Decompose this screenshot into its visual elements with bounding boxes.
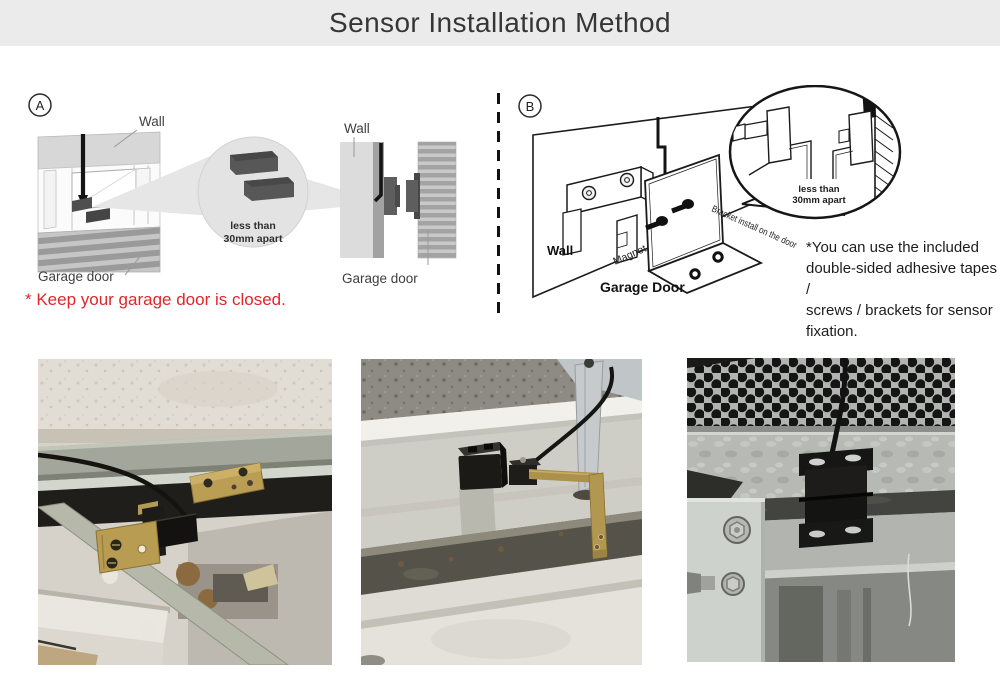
hex-bolt — [721, 572, 745, 596]
aluminum-bracket — [687, 470, 765, 662]
garage-door-strip — [417, 141, 457, 259]
garage-door-label-2: Garage door — [342, 271, 418, 286]
sensor-cable — [373, 143, 383, 203]
section-divider — [497, 93, 500, 319]
garage-door-label-1: Garage door — [38, 269, 114, 284]
dark-rail — [361, 511, 642, 595]
header-band: Sensor Installation Method — [0, 0, 1000, 46]
zoom-callout-content: less than 30mm apart — [224, 151, 294, 245]
brass-bracket-top — [189, 462, 265, 504]
callout-a-line1: less than — [230, 220, 276, 232]
garage-door-surface — [37, 226, 161, 273]
screw-icon — [581, 185, 597, 201]
callout-b-line2: 30mm apart — [792, 195, 846, 206]
magnet-block — [86, 208, 110, 223]
svg-text:B: B — [526, 99, 535, 114]
door-panels — [361, 555, 642, 665]
sensor-cable — [38, 452, 188, 519]
bracket-hole — [689, 268, 701, 280]
magnet-piece — [616, 214, 638, 264]
garage-door-label-b: Garage Door — [600, 279, 685, 295]
l-bracket — [644, 153, 764, 294]
svg-text:A: A — [36, 98, 45, 113]
bolt-icon — [645, 216, 668, 231]
section-b-badge: B — [518, 94, 542, 118]
page-title: Sensor Installation Method — [329, 7, 671, 38]
hex-bolt — [723, 516, 751, 544]
garage-side-view-drawing — [340, 141, 457, 259]
photo-sensor-magnet-bracket — [361, 359, 642, 665]
wall-label-1: Wall — [139, 114, 165, 129]
vertical-bracket — [557, 359, 642, 500]
sensor-block — [384, 177, 397, 215]
section-b-diagram: less than 30mm apart B Wall Magnet Garag… — [518, 85, 902, 299]
keep-door-closed-note: * Keep your garage door is closed. — [25, 290, 286, 309]
white-ledge — [361, 395, 642, 447]
zoom-wedge-left — [92, 151, 226, 217]
sensor-block — [72, 197, 92, 212]
wall-label-b: Wall — [547, 243, 573, 258]
fixation-note: *You can use the included double-sided a… — [806, 239, 997, 340]
section-a-diagram: less than 30mm apart A Wall Garage door … — [28, 93, 457, 286]
door-gap-cable — [656, 117, 667, 183]
wall-strip — [340, 142, 373, 258]
bracket-hole — [712, 251, 724, 263]
magnet-block — [406, 180, 418, 212]
wall-label-2: Wall — [344, 121, 370, 136]
bolt-icon — [671, 199, 694, 214]
sensor-cable — [531, 366, 615, 465]
sensor-pair — [799, 448, 873, 548]
sensor-unit — [457, 441, 508, 490]
perforated-panel — [687, 358, 955, 432]
ceiling — [38, 359, 332, 443]
photo-sensor-on-track — [38, 359, 332, 665]
callout-a-line2: 30mm apart — [224, 233, 283, 245]
brass-l-bracket — [528, 469, 608, 559]
screw-icon — [619, 172, 635, 188]
brass-bracket-left — [95, 520, 161, 574]
photo-sensor-perforated-panel — [687, 358, 955, 662]
callout-b-line1: less than — [798, 184, 839, 195]
section-a-badge: A — [28, 93, 52, 117]
